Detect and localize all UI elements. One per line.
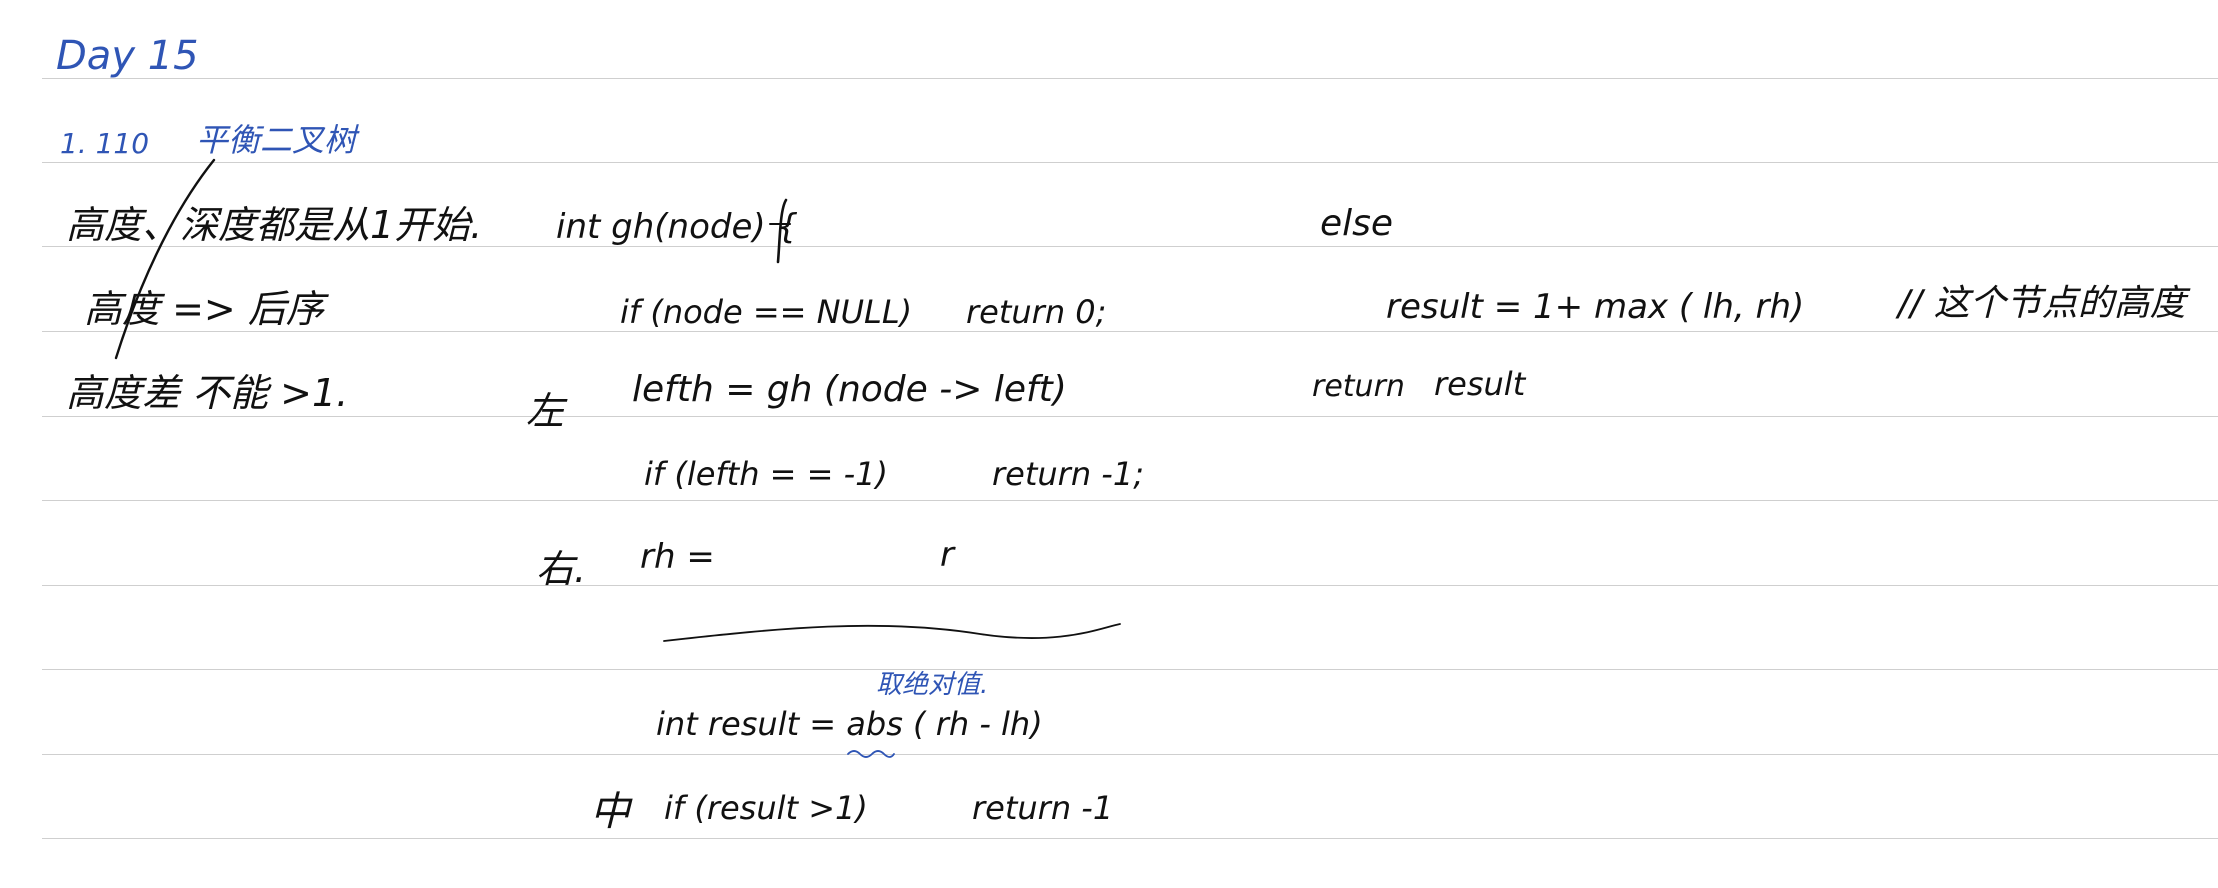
ruled-line (42, 331, 2218, 332)
code-else-assign: result = 1+ max ( lh, rh) (1386, 287, 1805, 327)
code-comment: // 这个节点的高度 (1898, 283, 2186, 324)
code-left-check: if (lefth = = -1) (644, 455, 889, 493)
brace-stroke (776, 198, 788, 264)
code-left-return: return -1; (992, 455, 1144, 493)
ruled-line (42, 585, 2218, 586)
code-result-line: int result = abs ( rh - lh) (656, 705, 1043, 743)
code-right-call: rh = (640, 537, 715, 577)
mid-marker: 中 (590, 789, 630, 835)
ruled-line (42, 416, 2218, 417)
code-else: else (1320, 203, 1394, 244)
pen-slash (114, 158, 216, 360)
left-marker: 左 (526, 389, 565, 433)
code-final-return: return (1312, 369, 1405, 404)
code-null-return: return 0; (966, 293, 1107, 331)
code-final-value: result (1434, 365, 1526, 403)
wavy-divider (663, 623, 1121, 642)
ruled-line (42, 78, 2218, 79)
abs-squiggle (847, 750, 895, 758)
ruled-line (42, 754, 2218, 755)
code-left-call: lefth = gh (node -> left) (632, 369, 1067, 410)
problem-name: 平衡二叉树 (196, 121, 357, 159)
ruled-line (42, 669, 2218, 670)
note-line: 高度、深度都是从1开始. (66, 203, 483, 247)
code-mid-check: if (result >1) (664, 789, 868, 827)
code-signature: int gh(node) { (556, 207, 799, 247)
abs-annotation: 取绝对值. (876, 670, 989, 700)
code-right-tail: r (940, 535, 954, 575)
code-mid-return: return -1 (972, 789, 1114, 827)
right-marker: 右. (536, 547, 587, 591)
ruled-line (42, 500, 2218, 501)
code-null-check: if (node == NULL) (620, 293, 913, 331)
problem-number: 1. 110 (60, 127, 150, 160)
note-line: 高度差 不能 >1. (66, 371, 349, 415)
note-line: 高度 => 后序 (84, 287, 324, 331)
ruled-line (42, 162, 2218, 163)
ruled-line (42, 838, 2218, 839)
page-title: Day 15 (56, 33, 199, 79)
ruled-line (42, 246, 2218, 247)
